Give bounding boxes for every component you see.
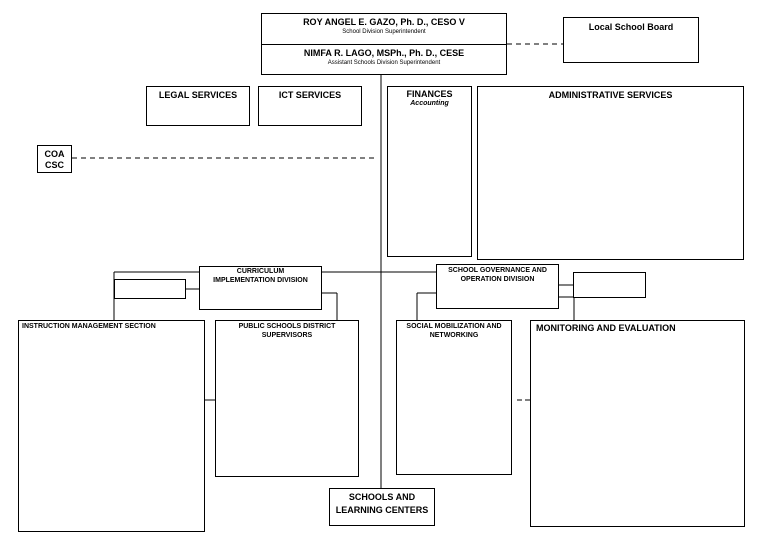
superintendent-box: ROY ANGEL E. GAZO, Ph. D., CESO V School…	[261, 13, 507, 75]
social-mobilization-line1: SOCIAL MOBILIZATION AND	[406, 323, 502, 330]
schools-box: SCHOOLS AND LEARNING CENTERS	[329, 488, 435, 526]
divider	[262, 44, 506, 45]
cid-box: CURRICULUM IMPLEMENTATION DIVISION	[199, 266, 322, 310]
finances-label: FINANCES	[406, 89, 453, 99]
psds-line2: SUPERVISORS	[261, 332, 313, 339]
coa-label: COA	[44, 149, 65, 159]
cid-line1: CURRICULUM	[236, 268, 285, 275]
social-mobilization-box: SOCIAL MOBILIZATION AND NETWORKING	[396, 320, 512, 475]
schools-line2: LEARNING CENTERS	[335, 505, 429, 515]
finances-sub: Accounting	[410, 100, 449, 107]
coa-csc-box: COA CSC	[37, 145, 72, 173]
ict-services-label: ICT SERVICES	[278, 90, 342, 100]
instruction-management-label: INSTRUCTION MANAGEMENT SECTION	[22, 323, 156, 330]
local-school-board-label: Local School Board	[588, 22, 674, 32]
legal-services-label: LEGAL SERVICES	[158, 90, 238, 100]
csc-label: CSC	[44, 160, 64, 170]
ict-services-box: ICT SERVICES	[258, 86, 362, 126]
social-mobilization-line2: NETWORKING	[429, 332, 479, 339]
assistant-title: Assistant Schools Division Superintenden…	[327, 60, 441, 66]
administrative-services-label: ADMINISTRATIVE SERVICES	[548, 90, 673, 100]
legal-services-box: LEGAL SERVICES	[146, 86, 250, 126]
cid-line2: IMPLEMENTATION DIVISION	[213, 277, 308, 284]
psds-line1: PUBLIC SCHOOLS DISTRICT	[238, 323, 336, 330]
sgod-blank-box	[573, 272, 646, 298]
finances-box: FINANCES Accounting	[387, 86, 472, 257]
assistant-name: NIMFA R. LAGO, MSPh., Ph. D., CESE	[303, 48, 465, 58]
superintendent-title: School Division Superintendent	[342, 29, 426, 35]
sgod-line1: SCHOOL GOVERNANCE AND	[448, 267, 547, 274]
schools-line1: SCHOOLS AND	[348, 492, 416, 502]
administrative-services-box: ADMINISTRATIVE SERVICES	[477, 86, 744, 260]
monitoring-evaluation-label: MONITORING AND EVALUATION	[536, 323, 676, 333]
monitoring-evaluation-box: MONITORING AND EVALUATION	[530, 320, 745, 527]
sgod-box: SCHOOL GOVERNANCE AND OPERATION DIVISION	[436, 264, 559, 309]
superintendent-name: ROY ANGEL E. GAZO, Ph. D., CESO V	[303, 17, 465, 27]
instruction-management-box: INSTRUCTION MANAGEMENT SECTION	[18, 320, 205, 532]
psds-box: PUBLIC SCHOOLS DISTRICT SUPERVISORS	[215, 320, 359, 477]
sgod-line2: OPERATION DIVISION	[460, 276, 535, 283]
local-school-board-box: Local School Board	[563, 17, 699, 63]
cid-blank-box	[114, 279, 186, 299]
